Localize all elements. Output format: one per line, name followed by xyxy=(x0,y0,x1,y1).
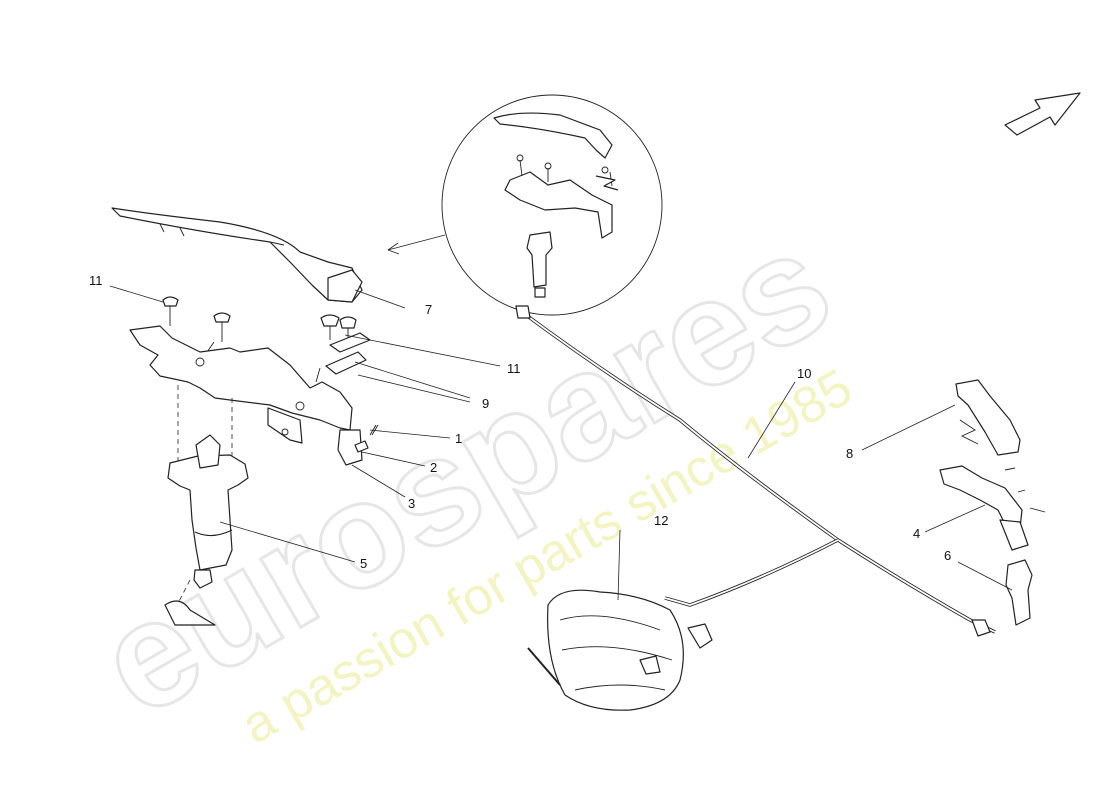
part-bracket-left xyxy=(129,325,363,466)
part-11-bolts xyxy=(162,296,379,436)
part-10-hose xyxy=(515,305,996,634)
callout-4: 4 xyxy=(913,526,920,541)
callout-6: 6 xyxy=(944,548,951,563)
callout-12: 12 xyxy=(654,513,668,528)
callout-7: 7 xyxy=(425,302,432,317)
callout-11-left: 11 xyxy=(89,273,103,288)
part-4-bracket-right xyxy=(939,465,1046,551)
callout-labels: 11 7 11 9 1 2 3 5 10 12 8 4 6 xyxy=(89,273,951,571)
callout-3: 3 xyxy=(408,496,415,511)
part-12-washer-reservoir xyxy=(527,589,713,711)
callout-10: 10 xyxy=(797,366,811,381)
part-8-wiper-spoiler-right xyxy=(955,379,1021,456)
detail-view-circle xyxy=(387,94,663,316)
callout-2: 2 xyxy=(430,460,437,475)
callout-11-right: 11 xyxy=(507,361,521,376)
callout-8: 8 xyxy=(846,446,853,461)
part-5-washer-cylinder xyxy=(164,434,249,626)
callout-1: 1 xyxy=(455,431,462,446)
part-9-plates xyxy=(325,332,371,375)
callout-9: 9 xyxy=(482,396,489,411)
part-7-wiper-spoiler xyxy=(111,207,363,303)
forward-arrow-icon xyxy=(1004,92,1081,136)
callout-5: 5 xyxy=(360,556,367,571)
leader-lines xyxy=(109,285,1013,601)
part-6-washer-cylinder-right xyxy=(971,559,1033,637)
